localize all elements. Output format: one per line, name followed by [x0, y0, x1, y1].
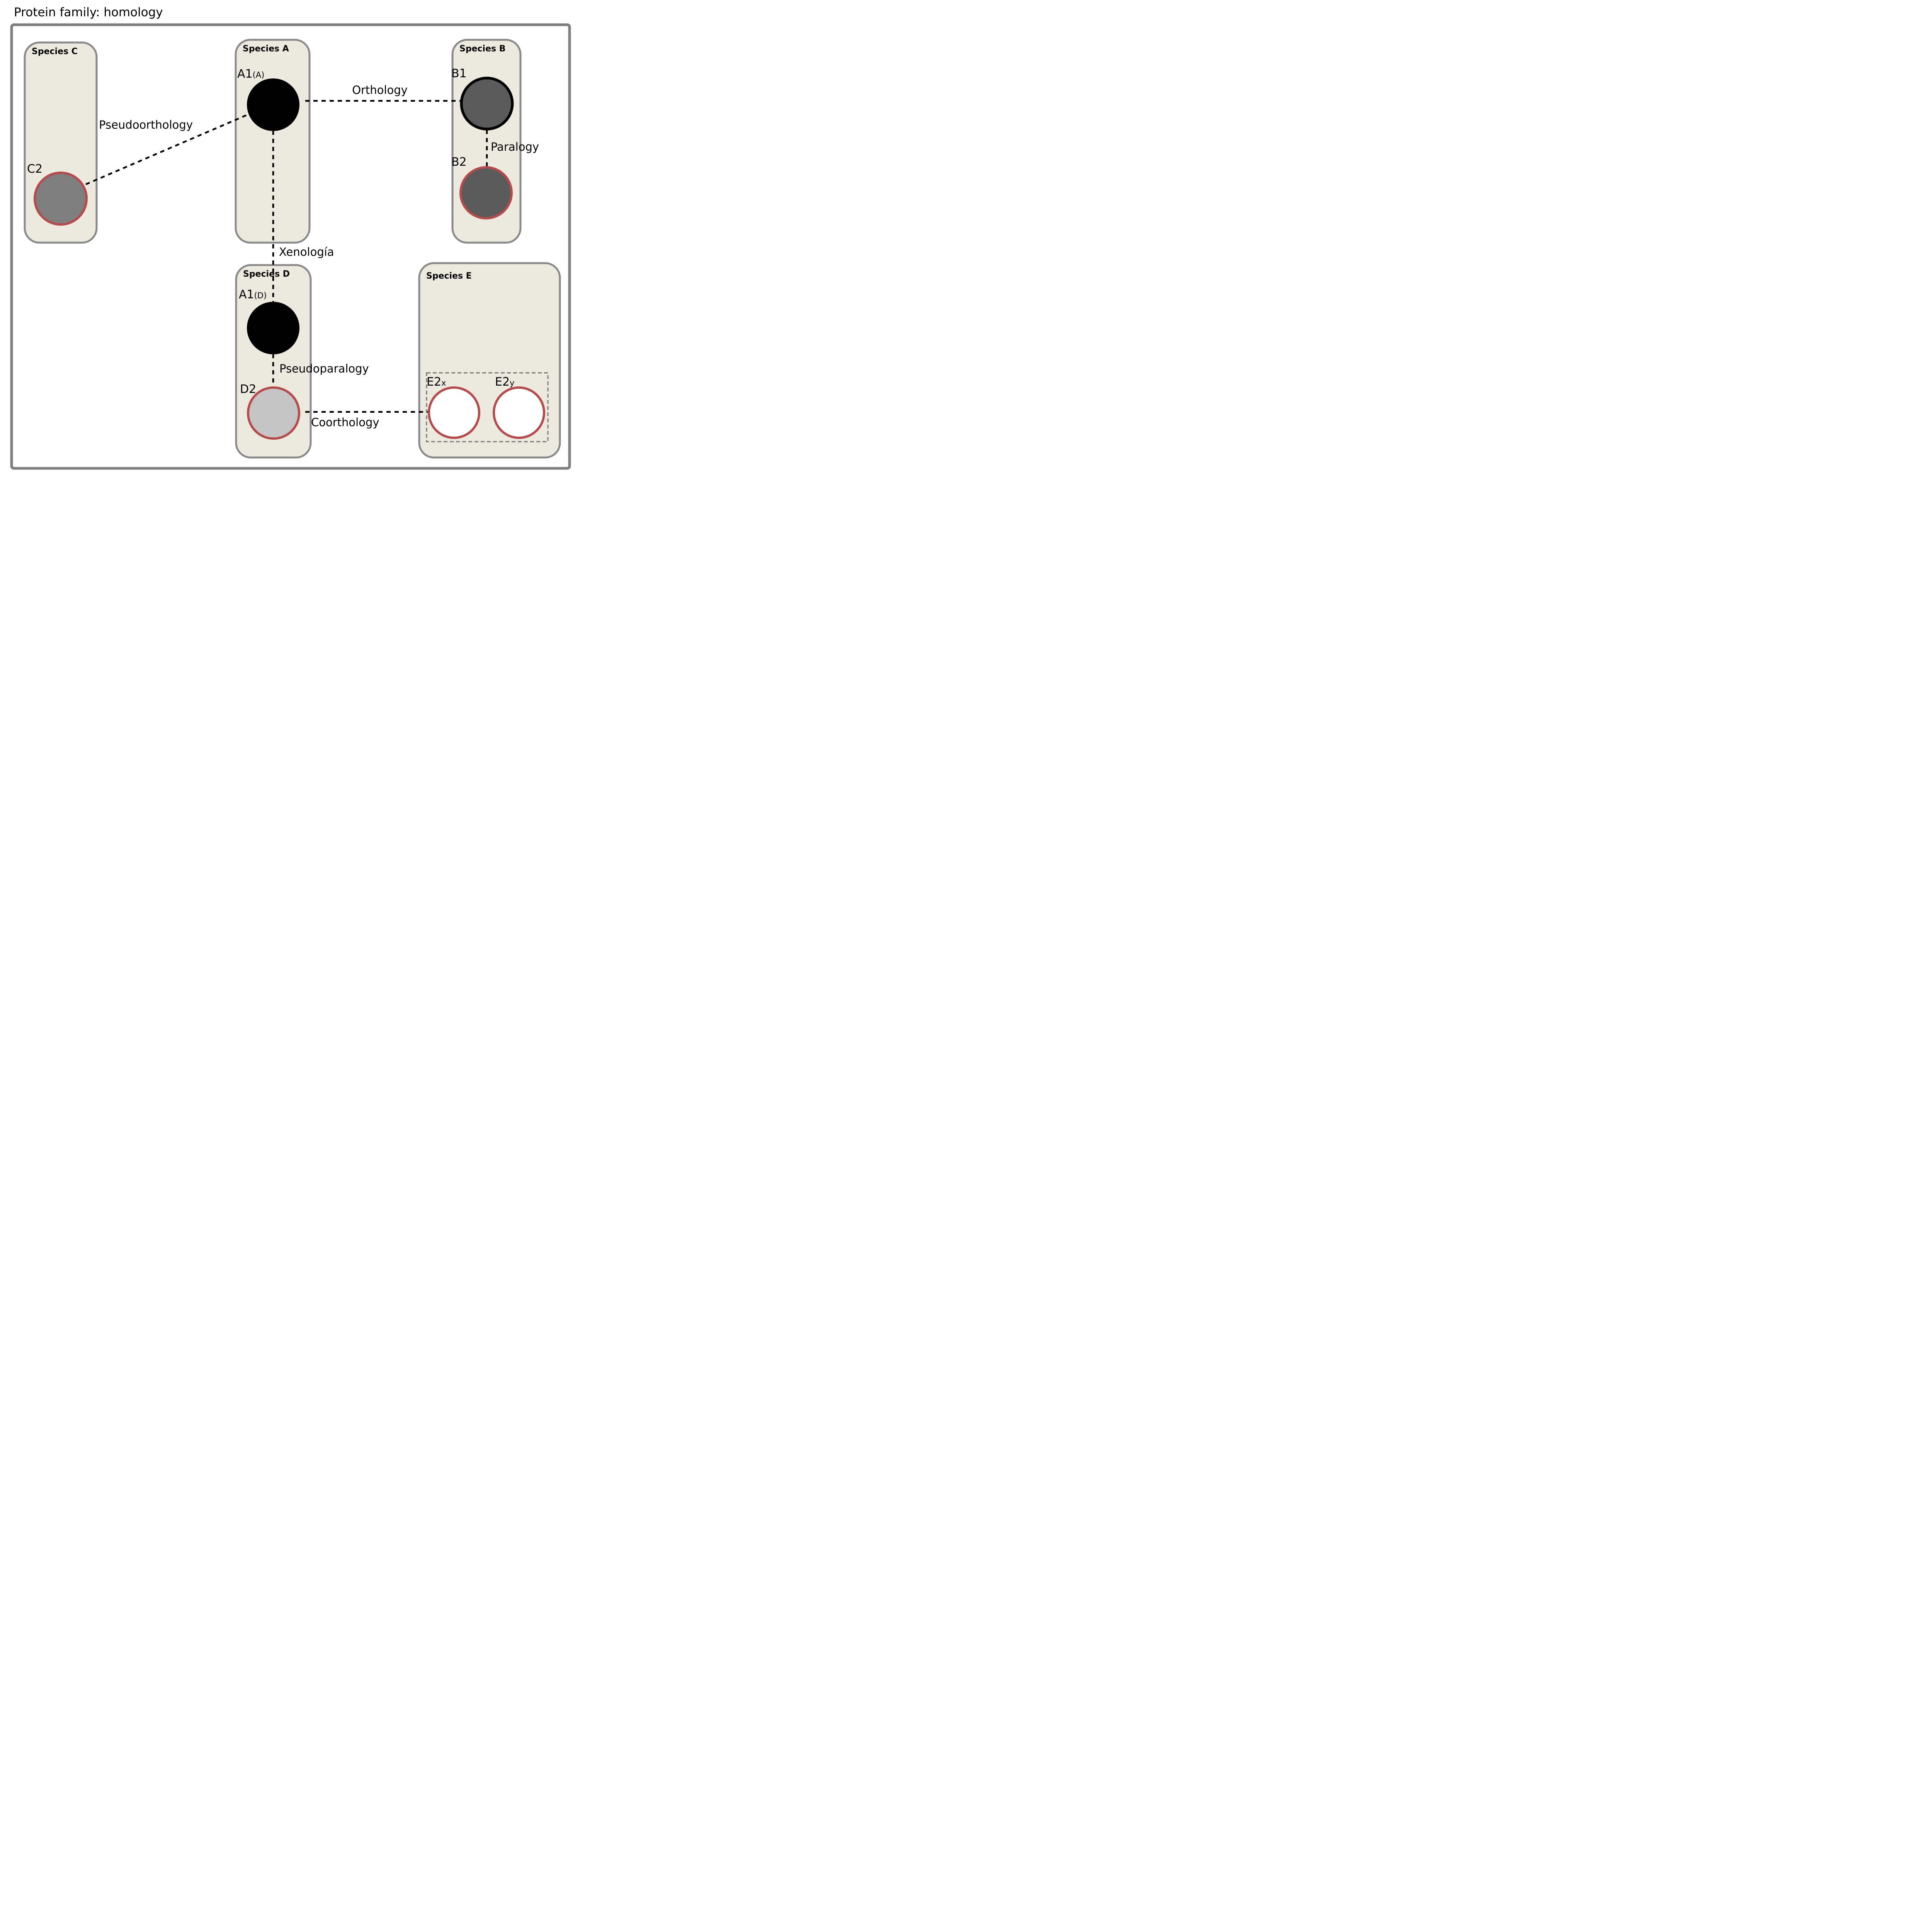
diagram-svg: Protein family: homology Species C Speci…: [10, 5, 571, 470]
gene-c2-label: C2: [27, 162, 43, 176]
gene-a1a-circle: [247, 78, 299, 131]
species-b-label: Species B: [459, 44, 506, 54]
relation-orthology-label: Orthology: [352, 83, 408, 97]
coortholog-group-dashed-box: [426, 372, 549, 442]
gene-e2x-label-sub: x: [441, 378, 446, 388]
gene-a1d-label-base: A1: [239, 288, 254, 301]
gene-e2x-label: E2x: [427, 375, 446, 389]
species-c-label: Species C: [32, 47, 78, 56]
relation-pseudoparalogy-label: Pseudoparalogy: [279, 362, 369, 375]
species-e-label: Species E: [426, 271, 472, 281]
gene-b2-label: B2: [451, 155, 467, 169]
gene-a1a-label-sub: (A): [253, 70, 265, 80]
gene-c2-circle: [34, 172, 88, 226]
relation-coorthology-label: Coorthology: [311, 416, 379, 429]
gene-e2y-label: E2y: [495, 375, 514, 389]
gene-e2x-circle: [428, 386, 480, 439]
relation-paralogy-label: Paralogy: [491, 140, 539, 153]
gene-d2-label: D2: [240, 383, 256, 396]
gene-a1a-label-base: A1: [237, 67, 253, 81]
gene-a1d-label-sub: (D): [254, 291, 267, 300]
species-d-label: Species D: [243, 269, 290, 279]
gene-e2y-label-sub: y: [510, 378, 514, 388]
gene-d2-circle: [247, 386, 300, 440]
gene-e2y-label-base: E2: [495, 375, 510, 389]
gene-a1a-label: A1(A): [237, 67, 264, 81]
gene-b2-circle: [459, 166, 513, 219]
relation-pseudoorthology-label: Pseudoorthology: [99, 118, 193, 131]
gene-b1-label: B1: [451, 67, 467, 80]
relation-xenology-label: Xenología: [279, 245, 334, 259]
homology-diagram: Protein family: homology Species C Speci…: [0, 0, 581, 479]
gene-e2y-circle: [493, 386, 545, 439]
page-title: Protein family: homology: [14, 5, 163, 19]
gene-a1d-label: A1(D): [239, 288, 267, 301]
species-a-label: Species A: [243, 44, 289, 54]
relation-pseudoorthology-line: [85, 113, 250, 185]
gene-b1-circle: [460, 77, 514, 131]
gene-a1d-circle: [247, 302, 299, 354]
gene-e2x-label-base: E2: [427, 375, 441, 389]
